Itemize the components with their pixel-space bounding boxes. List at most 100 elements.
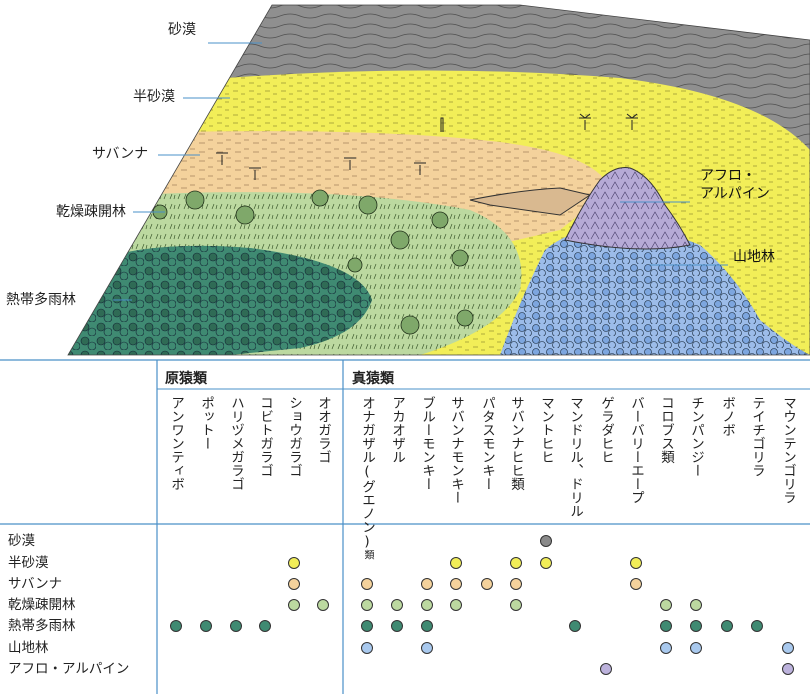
species-name: コロブス類 <box>658 396 674 464</box>
species-name: ショウガラゴ <box>286 396 302 477</box>
occurrence-dot-dryforest <box>690 599 702 611</box>
occurrence-dot-montane <box>690 642 702 654</box>
label-afroalpine-line1: アフロ・ <box>700 168 756 184</box>
occurrence-dot-rainforest <box>391 620 403 632</box>
occurrence-dot-savanna <box>481 578 493 590</box>
occurrence-dot-dryforest <box>421 599 433 611</box>
species-header: ボノボ <box>719 396 735 437</box>
species-name: ハリヅメガラゴ <box>228 396 244 491</box>
species-name: ボノボ <box>719 396 735 437</box>
species-header: サバンナモンキー <box>448 396 464 504</box>
species-name-suffix: 類 <box>362 549 373 560</box>
species-header: マウンテンゴリラ <box>780 396 796 504</box>
species-header: ポットー <box>198 396 214 450</box>
occurrence-dot-dryforest <box>317 599 329 611</box>
occurrence-dot-montane <box>782 642 794 654</box>
occurrence-dot-savanna <box>450 578 462 590</box>
occurrence-dot-dryforest <box>391 599 403 611</box>
occurrence-dot-montane <box>361 642 373 654</box>
row-label-rainforest: 熱帯多雨林 <box>8 618 76 634</box>
occurrence-dot-rainforest <box>170 620 182 632</box>
occurrence-dot-rainforest <box>200 620 212 632</box>
occurrence-dot-dryforest <box>361 599 373 611</box>
occurrence-dot-dryforest <box>660 599 672 611</box>
occurrence-dot-semidesert <box>540 557 552 569</box>
label-desert: 砂漠 <box>168 22 196 38</box>
occurrence-dot-afroalpine <box>600 663 612 675</box>
occurrence-dot-montane <box>421 642 433 654</box>
species-name: アカオザル <box>389 396 405 464</box>
occurrence-dot-savanna <box>630 578 642 590</box>
species-header: テイチゴリラ <box>749 396 765 477</box>
species-header: アンワンティボ <box>168 396 184 491</box>
row-label-desert: 砂漠 <box>8 533 35 549</box>
species-name: サバンナヒヒ類 <box>508 396 524 491</box>
species-header: オオガラゴ <box>315 396 331 464</box>
species-header: サバンナヒヒ類 <box>508 396 524 491</box>
row-label-savanna: サバンナ <box>8 576 63 592</box>
species-header: マントヒヒ <box>538 396 554 464</box>
occurrence-dot-rainforest <box>421 620 433 632</box>
occurrence-dot-semidesert <box>630 557 642 569</box>
species-name: ブルーモンキー <box>419 396 435 491</box>
occurrence-dot-rainforest <box>690 620 702 632</box>
species-name: ゲラダヒヒ <box>598 396 614 464</box>
label-afroalpine-line2: アルパイン <box>700 186 770 202</box>
group-simians: 真猿類 <box>352 371 394 387</box>
occurrence-dot-rainforest <box>660 620 672 632</box>
species-header: パタスモンキー <box>479 396 495 491</box>
species-header: マンドリル、ドリル <box>567 396 583 518</box>
occurrence-dot-desert <box>540 535 552 547</box>
species-header: オナガザル(グエノン)類 <box>359 396 375 560</box>
species-name: コビトガラゴ <box>257 396 273 477</box>
occurrence-dot-rainforest <box>751 620 763 632</box>
label-savanna: サバンナ <box>92 146 149 162</box>
species-header: コロブス類 <box>658 396 674 464</box>
occurrence-dot-dryforest <box>510 599 522 611</box>
occurrence-dot-montane <box>660 642 672 654</box>
occurrence-dot-semidesert <box>450 557 462 569</box>
species-name: マウンテンゴリラ <box>780 396 796 504</box>
row-label-semidesert: 半砂漠 <box>8 555 49 571</box>
row-label-afroalpine: アフロ・アルパイン <box>8 661 130 677</box>
label-dryforest: 乾燥疎開林 <box>56 204 126 220</box>
occurrence-dot-savanna <box>421 578 433 590</box>
occurrence-dot-rainforest <box>569 620 581 632</box>
species-name: パタスモンキー <box>479 396 495 491</box>
occurrence-dot-afroalpine <box>782 663 794 675</box>
occurrence-dot-rainforest <box>361 620 373 632</box>
species-name: ポットー <box>198 396 214 450</box>
species-name: マントヒヒ <box>538 396 554 464</box>
row-label-montane: 山地林 <box>8 640 49 656</box>
species-name: オオガラゴ <box>315 396 331 464</box>
label-rainforest: 熱帯多雨林 <box>6 292 76 308</box>
occurrence-dot-dryforest <box>288 599 300 611</box>
occurrence-dot-rainforest <box>259 620 271 632</box>
occurrence-dot-dryforest <box>450 599 462 611</box>
row-label-dryforest: 乾燥疎開林 <box>8 597 76 613</box>
occurrence-dot-semidesert <box>288 557 300 569</box>
species-header: コビトガラゴ <box>257 396 273 477</box>
species-header: ハリヅメガラゴ <box>228 396 244 491</box>
occurrence-dot-rainforest <box>230 620 242 632</box>
occurrence-dot-savanna <box>361 578 373 590</box>
species-name: サバンナモンキー <box>448 396 464 504</box>
label-semidesert: 半砂漠 <box>133 89 175 105</box>
habitat-landscape-illustration <box>67 4 810 356</box>
species-header: ゲラダヒヒ <box>598 396 614 464</box>
species-name: テイチゴリラ <box>749 396 765 477</box>
species-name: バーバリーエープ <box>628 396 644 504</box>
species-header: バーバリーエープ <box>628 396 644 504</box>
species-name: オナガザル(グエノン) <box>359 396 375 550</box>
occurrence-dot-savanna <box>510 578 522 590</box>
species-header: チンパンジー <box>688 396 704 477</box>
group-prosimians: 原猿類 <box>165 371 207 387</box>
species-header: ブルーモンキー <box>419 396 435 491</box>
occurrence-dot-rainforest <box>721 620 733 632</box>
species-name: アンワンティボ <box>168 396 184 491</box>
species-header: アカオザル <box>389 396 405 464</box>
label-montane: 山地林 <box>733 249 775 265</box>
species-header: ショウガラゴ <box>286 396 302 477</box>
